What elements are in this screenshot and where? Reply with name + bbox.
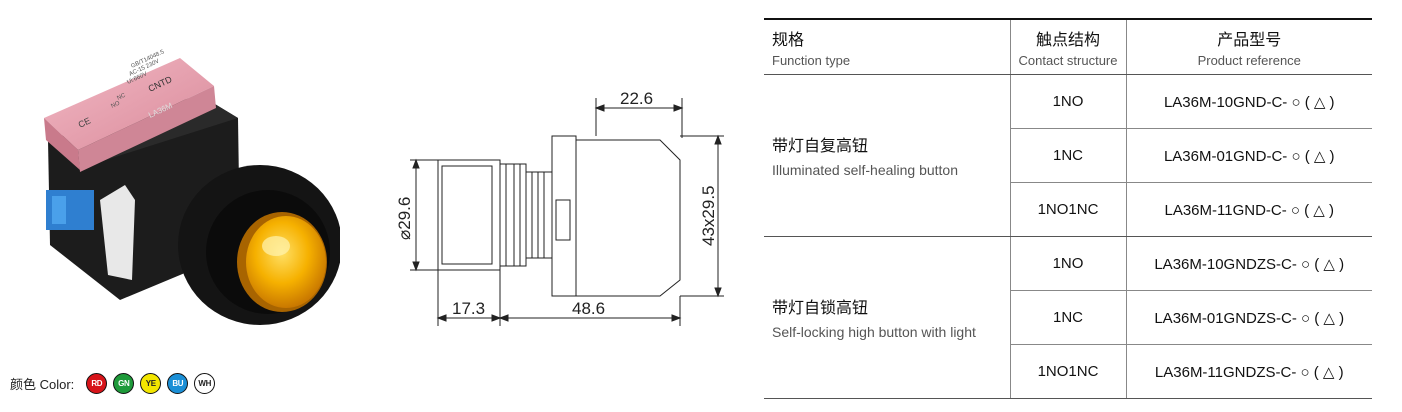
table-row: 1NO1NC LA36M-11GNDZS-C- ○ ( △ )	[764, 344, 1372, 399]
table-row: 1NO1NC LA36M-11GND-C- ○ ( △ )	[764, 182, 1372, 237]
table-row: 1NC LA36M-01GND-C- ○ ( △ )	[764, 128, 1372, 183]
product-ref-cell: LA36M-10GND-C- ○ ( △ )	[1125, 74, 1372, 129]
product-ref-cell: LA36M-11GND-C- ○ ( △ )	[1125, 182, 1372, 237]
contact-cell: 1NC	[1009, 290, 1126, 345]
contact-cell: 1NO1NC	[1009, 344, 1126, 399]
dim-bottom-right-label: 48.6	[572, 299, 605, 318]
photo-nc-label: NC	[116, 92, 127, 101]
color-swatch-bu: BU	[167, 372, 189, 394]
header-product-reference: 产品型号 Product reference	[1125, 18, 1372, 75]
product-ref-cell: LA36M-11GNDZS-C- ○ ( △ )	[1125, 344, 1372, 399]
header-function-type: 规格 Function type	[764, 18, 1010, 75]
product-ref-cell: LA36M-10GNDZS-C- ○ ( △ )	[1125, 236, 1372, 291]
color-swatch-wh: WH	[194, 372, 216, 394]
color-options: 颜色 Color: RD GN YE BU WH	[10, 370, 216, 396]
color-swatch-rd: RD	[86, 372, 108, 394]
product-ref-cell: LA36M-01GNDZS-C- ○ ( △ )	[1125, 290, 1372, 345]
spec-table: 规格 Function type 触点结构 Contact structure …	[764, 18, 1372, 399]
dimension-drawing: 22.6 ⌀29.6 43x29.5 17.3 48.6	[380, 80, 740, 340]
dim-right-label: 43x29.5	[699, 186, 718, 247]
header-contact-structure: 触点结构 Contact structure	[1009, 18, 1126, 75]
dim-top-label: 22.6	[620, 89, 653, 108]
table-row: 1NC LA36M-01GNDZS-C- ○ ( △ )	[764, 290, 1372, 345]
product-ref-cell: LA36M-01GND-C- ○ ( △ )	[1125, 128, 1372, 183]
contact-cell: 1NO1NC	[1009, 182, 1126, 237]
dim-left-label: ⌀29.6	[395, 197, 414, 240]
function-type-cell: 带灯自复高钮 Illuminated self-healing button	[764, 74, 1010, 237]
contact-cell: 1NC	[1009, 128, 1126, 183]
table-header-row: 规格 Function type 触点结构 Contact structure …	[764, 18, 1372, 75]
product-photo: CNTD LA36M CE Ui:660V AC-15 230V GB/T140…	[0, 0, 342, 350]
dim-bottom-left-label: 17.3	[452, 299, 485, 318]
table-row: 带灯自复高钮 Illuminated self-healing button 1…	[764, 74, 1372, 237]
contact-cell: 1NO	[1009, 74, 1126, 129]
color-swatch-gn: GN	[113, 372, 135, 394]
photo-ce-label: CE	[77, 115, 93, 129]
contact-cell: 1NO	[1009, 236, 1126, 291]
color-swatch-ye: YE	[140, 372, 162, 394]
function-type-cell: 带灯自锁高钮 Self-locking high button with lig…	[764, 236, 1010, 399]
photo-no-label: NO	[110, 100, 121, 109]
table-row: 带灯自锁高钮 Self-locking high button with lig…	[764, 236, 1372, 399]
color-label: 颜色 Color:	[10, 376, 75, 392]
